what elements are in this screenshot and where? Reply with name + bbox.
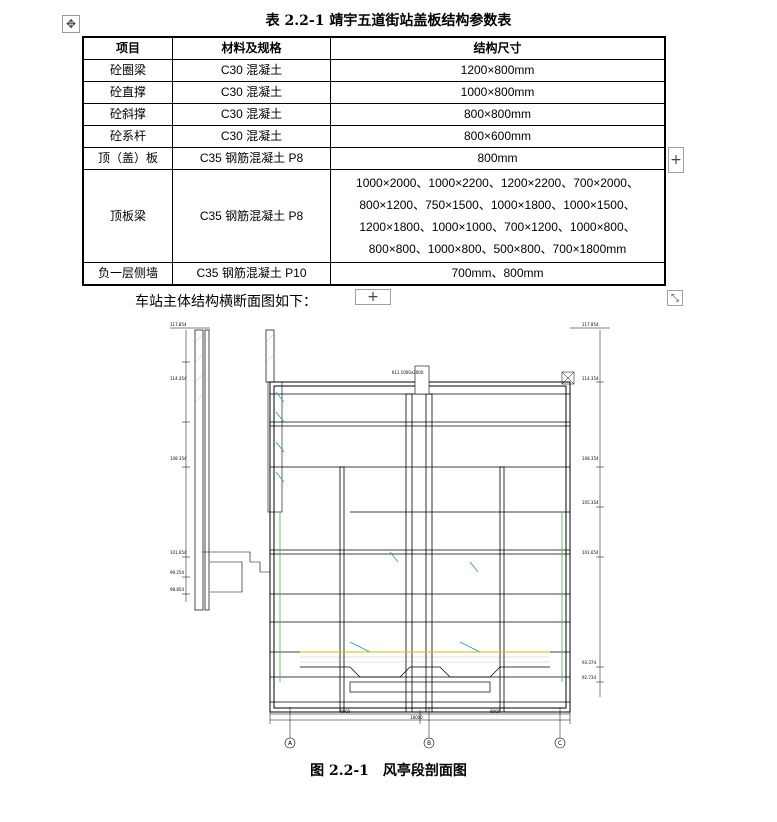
size-line: 800×1200、750×1500、1000×1800、1000×1500、: [359, 198, 636, 212]
add-row-button[interactable]: +: [355, 289, 391, 305]
cell-item: 砼系杆: [82, 125, 173, 148]
cell-size: 800×600mm: [330, 125, 666, 148]
elevation-label-right: 108.354: [582, 456, 599, 461]
elevation-label-right: 117.854: [582, 322, 599, 327]
cell-size: 800mm: [330, 147, 666, 170]
bay-width-label: 9000: [490, 709, 501, 714]
size-line: 1000×2000、1000×2200、1200×2200、700×2000、: [356, 176, 639, 190]
elevation-label-right: 92.734: [582, 675, 596, 680]
table-row: 砼斜撑 C30 混凝土 800×800mm: [82, 103, 666, 126]
cell-material: C30 混凝土: [172, 125, 331, 148]
elevation-label-left: 114.354: [170, 376, 187, 381]
table-row: 负一层侧墙 C35 钢筋混凝土 P10 700mm、800mm: [82, 262, 666, 286]
beam-label: KL1 1000x2000: [392, 370, 424, 375]
figure-caption: 图 2.2-1 风亭段剖面图: [310, 763, 467, 779]
cell-item: 砼斜撑: [82, 103, 173, 126]
table-header-row: 项目 材料及规格 结构尺寸: [82, 36, 666, 60]
cell-material: C30 混凝土: [172, 59, 331, 82]
elevation-label-left: 117.854: [170, 322, 187, 327]
cell-material: C35 钢筋混凝土 P10: [172, 262, 331, 286]
cell-material: C35 钢筋混凝土 P8: [172, 169, 331, 263]
axis-marker-c: [554, 737, 566, 749]
elevation-label-right: 93.374: [582, 660, 596, 665]
table-row: 顶（盖）板 C35 钢筋混凝土 P8 800mm: [82, 147, 666, 170]
elevation-label-left: 108.354: [170, 456, 187, 461]
cell-size: 700mm、800mm: [330, 262, 666, 286]
elevation-label-left: 101.654: [170, 550, 187, 555]
cell-material: C35 钢筋混凝土 P8: [172, 147, 331, 170]
table-row: 砼圈梁 C30 混凝土 1200×800mm: [82, 59, 666, 82]
axis-label: C: [558, 740, 562, 747]
cell-size: 800×800mm: [330, 103, 666, 126]
total-width-label: 18000: [410, 715, 423, 720]
table-resize-handle-icon[interactable]: ⤡: [667, 290, 683, 306]
add-column-button[interactable]: +: [668, 147, 684, 173]
cell-item: 砼圈梁: [82, 59, 173, 82]
elevation-label-right: 101.654: [582, 550, 599, 555]
table-title: 表 2.2-1 靖宇五道街站盖板结构参数表: [265, 13, 512, 29]
elevation-label-left: 99.254: [170, 570, 184, 575]
cell-item: 砼直撑: [82, 81, 173, 104]
cell-size: 1200×800mm: [330, 59, 666, 82]
cell-material: C30 混凝土: [172, 81, 331, 104]
elevation-label-left: 98.854: [170, 587, 184, 592]
table-row: 砼系杆 C30 混凝土 800×600mm: [82, 125, 666, 148]
parameter-table: 项目 材料及规格 结构尺寸 砼圈梁 C30 混凝土 1200×800mm 砼直撑…: [82, 36, 666, 286]
cell-item: 负一层侧墙: [82, 262, 173, 286]
axis-marker-a: [284, 737, 296, 749]
table-row: 砼直撑 C30 混凝土 1000×800mm: [82, 81, 666, 104]
axis-label: A: [288, 740, 293, 747]
bay-width-label: 9000: [340, 709, 351, 714]
cell-size: 1000×800mm: [330, 81, 666, 104]
elevation-label-right: 105.354: [582, 500, 599, 505]
header-material: 材料及规格: [172, 36, 331, 60]
table-row: 顶板梁 C35 钢筋混凝土 P8 1000×2000、1000×2200、120…: [82, 169, 666, 263]
section-drawing: 117.854 114.354 108.354 101.654 99.254 9…: [170, 322, 610, 749]
header-size: 结构尺寸: [330, 36, 666, 60]
cell-size: 1000×2000、1000×2200、1200×2200、700×2000、 …: [330, 169, 666, 263]
header-item: 项目: [82, 36, 173, 60]
axis-marker-b: [423, 737, 435, 749]
table-move-handle-icon[interactable]: ✥: [62, 15, 80, 33]
size-line: 1200×1800、1000×1000、700×1200、1000×800、: [359, 220, 636, 234]
intro-paragraph: 车站主体结构横断面图如下：: [135, 294, 317, 310]
axis-label: B: [427, 740, 431, 747]
cell-item: 顶板梁: [82, 169, 173, 263]
size-line: 800×800、1000×800、500×800、700×1800mm: [368, 242, 627, 256]
cell-material: C30 混凝土: [172, 103, 331, 126]
cell-item: 顶（盖）板: [82, 147, 173, 170]
elevation-label-right: 114.354: [582, 376, 599, 381]
